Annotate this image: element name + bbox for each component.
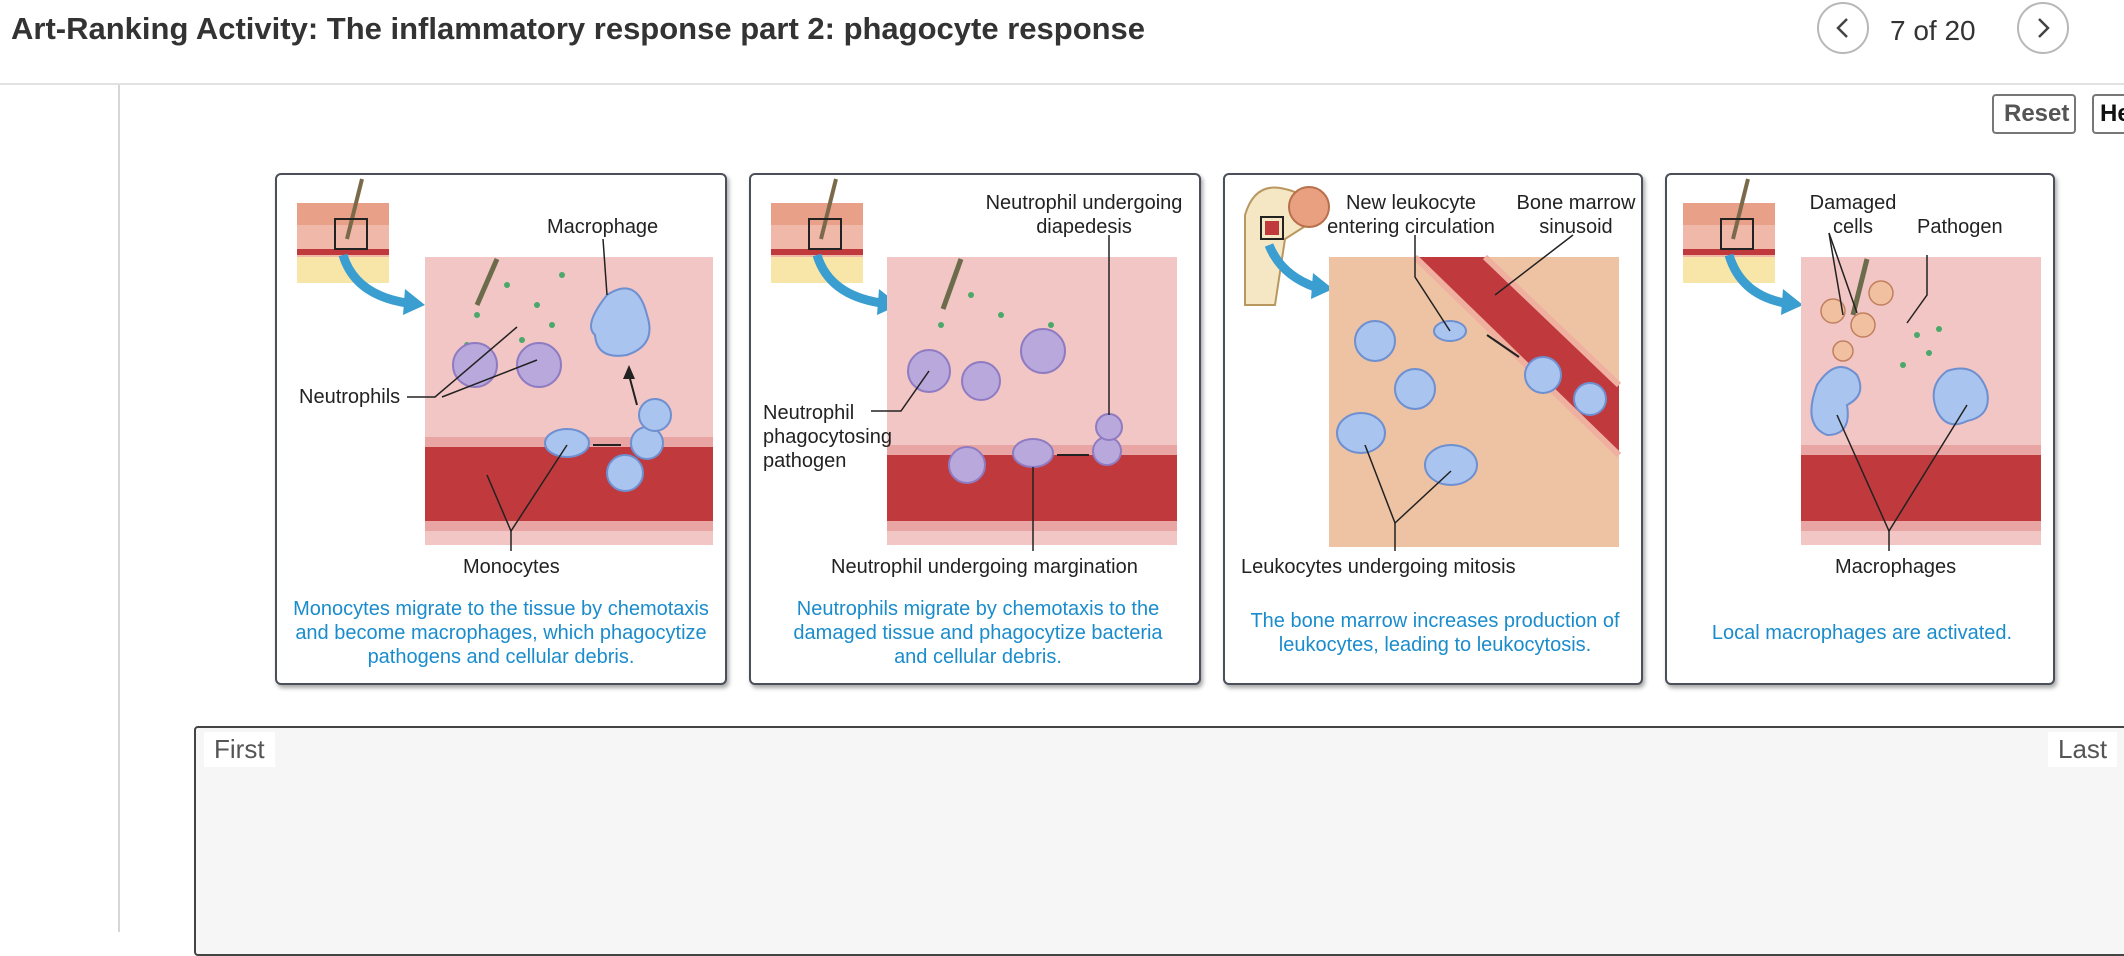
chevron-right-icon	[2038, 18, 2050, 38]
label-sinusoid: Bone marrow sinusoid	[1516, 192, 1636, 238]
card-caption: The bone marrow increases production of …	[1250, 610, 1620, 656]
label-diapedesis: Neutrophil undergoing diapedesis	[985, 192, 1183, 238]
zoom-arrow	[812, 253, 882, 308]
first-label: First	[204, 732, 275, 767]
ranking-card-monocytes[interactable]: Macrophage Neutrophils Monocytes Monocyt…	[275, 173, 727, 685]
skin-inset	[297, 178, 389, 283]
monocyte-migration-illustration	[297, 178, 713, 551]
previous-button[interactable]	[1817, 2, 1869, 54]
label-phagocytosing: Neutrophil phagocytosing pathogen	[763, 402, 892, 472]
page-counter: 7 of 20	[1890, 15, 1976, 46]
label-macrophages: Macrophages	[1835, 556, 1957, 578]
bone-inset	[1244, 186, 1330, 306]
zoom-arrow	[338, 253, 408, 308]
ranking-card-macrophages[interactable]: Damaged cells Pathogen Macrophages Local…	[1665, 173, 2055, 685]
card-caption: Neutrophils migrate by chemotaxis to the…	[793, 598, 1163, 668]
label-macrophage: Macrophage	[547, 216, 659, 238]
zoom-arrow	[1724, 253, 1786, 308]
label-monocytes: Monocytes	[463, 556, 560, 578]
ranking-card-bone-marrow[interactable]: New leukocyte entering circulation Bone …	[1223, 173, 1643, 685]
card-caption: Local macrophages are activated.	[1711, 622, 2013, 644]
ranking-drop-zone[interactable]: First Last	[194, 726, 2124, 956]
skin-inset	[771, 178, 863, 283]
page-title: Art-Ranking Activity: The inflammatory r…	[11, 11, 1146, 46]
label-margination: Neutrophil undergoing margination	[831, 556, 1138, 578]
neutrophil-migration-illustration	[771, 178, 1177, 551]
label-new-leukocyte: New leukocyte entering circulation	[1327, 192, 1495, 238]
reset-button[interactable]: Reset	[1992, 94, 2076, 134]
ranking-card-neutrophils[interactable]: Neutrophil undergoing diapedesis Neutrop…	[749, 173, 1201, 685]
label-neutrophils: Neutrophils	[299, 386, 401, 408]
last-label: Last	[2048, 732, 2118, 767]
header-divider	[0, 83, 2124, 85]
label-mitosis: Leukocytes undergoing mitosis	[1241, 556, 1516, 578]
label-pathogen: Pathogen	[1917, 216, 2003, 238]
macrophage-activation-illustration	[1683, 178, 2041, 551]
help-button[interactable]: He	[2092, 94, 2124, 134]
zoom-arrow	[1264, 243, 1317, 292]
chevron-left-icon	[1836, 18, 1848, 38]
bone-marrow-illustration	[1244, 186, 1622, 551]
left-gutter-divider	[118, 85, 120, 932]
next-button[interactable]	[2017, 2, 2069, 54]
card-caption: Monocytes migrate to the tissue by chemo…	[293, 598, 709, 668]
label-damaged-cells: Damaged cells	[1809, 192, 1897, 238]
